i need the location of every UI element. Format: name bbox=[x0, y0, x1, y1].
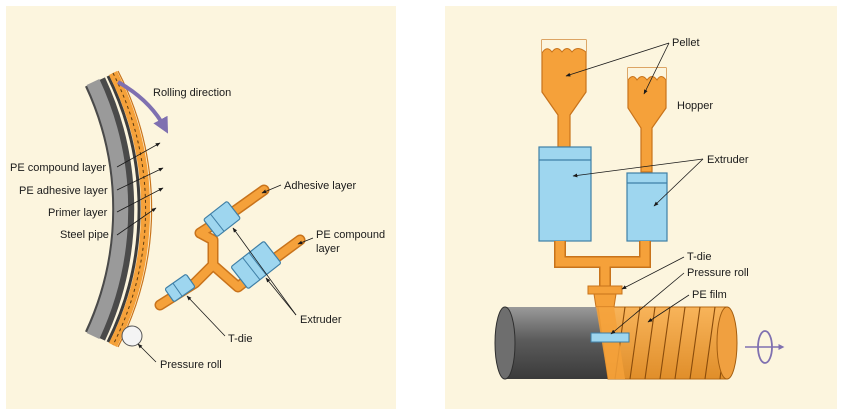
pe-film-leader bbox=[647, 294, 690, 323]
pe-film-label: PE film bbox=[692, 289, 727, 301]
left-extruder-label: Extruder bbox=[300, 314, 342, 326]
pe-compound-leader bbox=[297, 237, 314, 245]
pe-compound-extruder bbox=[231, 241, 281, 289]
film-contact-strip bbox=[596, 307, 625, 379]
adhesive-extruder bbox=[203, 201, 241, 237]
feed-pipe bbox=[156, 186, 304, 309]
right-extruder-label: Extruder bbox=[707, 154, 749, 166]
small-extruder bbox=[626, 172, 668, 242]
adhesive-layer-label: Adhesive layer bbox=[284, 180, 356, 192]
pe-adhesive-dashed-line bbox=[112, 72, 147, 346]
left-pressure-roll bbox=[121, 325, 143, 347]
pe-compound-label-line2: layer bbox=[316, 243, 340, 255]
left-t-die bbox=[164, 274, 196, 302]
right-t-die-label: T-die bbox=[687, 251, 711, 263]
extruded-film-sheet bbox=[593, 293, 617, 308]
pressure-roll-leader bbox=[137, 343, 157, 363]
right-pressure-roll bbox=[590, 332, 630, 343]
steel-pipe-label: Steel pipe bbox=[60, 229, 109, 241]
small-hopper bbox=[627, 67, 667, 173]
left-pressure-roll-label: Pressure roll bbox=[160, 359, 222, 371]
extruder-leader-a bbox=[232, 227, 297, 316]
pellet-label: Pellet bbox=[672, 37, 700, 49]
right-panel: Pellet Hopper Extruder T-die Pressure ro… bbox=[445, 6, 837, 409]
rolling-direction-arrow bbox=[117, 80, 169, 134]
steel-pipe-face bbox=[86, 79, 129, 339]
pipe-left-end bbox=[494, 306, 516, 380]
primer-layer-shape bbox=[106, 75, 141, 343]
right-extruder-leader-a bbox=[572, 158, 704, 178]
primer-layer-label: Primer layer bbox=[48, 207, 108, 219]
hopper-label: Hopper bbox=[677, 100, 713, 112]
rolling-direction-label: Rolling direction bbox=[153, 87, 231, 99]
adhesive-layer-leader bbox=[261, 184, 282, 194]
pe-compound-layer-leader bbox=[116, 142, 161, 168]
pe-compound-label-line1: PE compound bbox=[316, 229, 385, 241]
pellet-leader-b bbox=[643, 42, 670, 95]
pe-compound-layer-label: PE compound layer bbox=[10, 162, 106, 174]
manifold-pipe bbox=[555, 241, 650, 287]
large-extruder bbox=[538, 146, 592, 242]
pe-adhesive-layer-leader bbox=[116, 167, 164, 191]
rotation-arrow-icon bbox=[745, 330, 785, 364]
right-t-die-leader bbox=[621, 256, 685, 290]
steel-pipe-leader bbox=[116, 207, 157, 236]
right-extruder-leader-b bbox=[653, 158, 704, 207]
left-panel-background bbox=[6, 6, 396, 409]
primer-layer-leader bbox=[116, 187, 164, 213]
left-extrusion-system bbox=[154, 184, 306, 311]
left-panel: Rolling direction PE compound layer PE a… bbox=[6, 6, 396, 409]
extruder-leader-b bbox=[265, 277, 297, 316]
right-pressure-roll-label: Pressure roll bbox=[687, 267, 749, 279]
right-t-die bbox=[587, 285, 623, 295]
pellet-leader-a bbox=[565, 42, 670, 77]
t-die-leader bbox=[186, 295, 226, 337]
pe-adhesive-layer-label: PE adhesive layer bbox=[19, 185, 108, 197]
left-t-die-label: T-die bbox=[228, 333, 252, 345]
pipe-right-end bbox=[716, 306, 738, 380]
right-pressure-roll-leader bbox=[610, 272, 685, 335]
